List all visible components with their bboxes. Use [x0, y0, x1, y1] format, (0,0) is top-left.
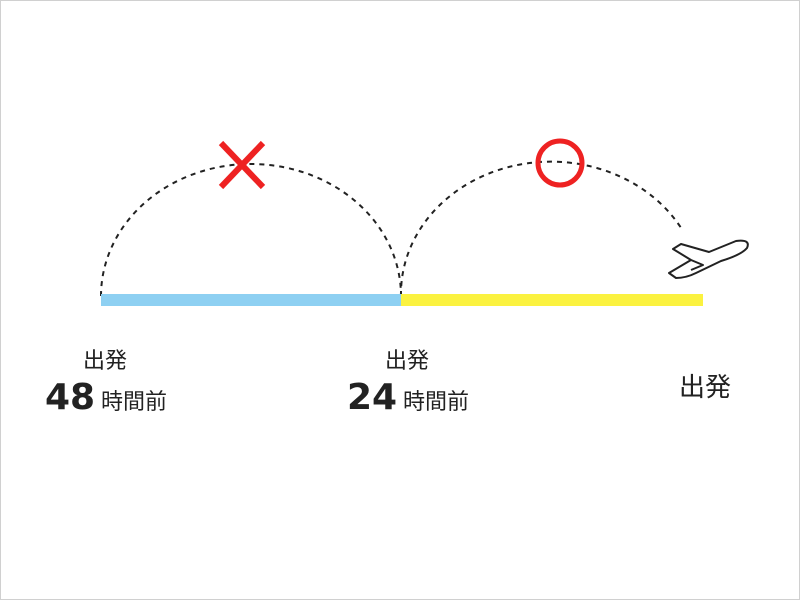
- milestone-24-unit: 時間前: [403, 390, 470, 415]
- arc-48-to-24: [100, 163, 402, 297]
- departure-label: 出発: [678, 373, 731, 403]
- milestone-48-label: 出発: [82, 349, 127, 374]
- milestone-48-unit: 時間前: [101, 390, 168, 415]
- circle-icon: [535, 138, 585, 188]
- milestone-24-label: 出発: [384, 349, 429, 374]
- airplane-icon: [668, 239, 749, 279]
- timeline-segment-48-24: [101, 294, 401, 306]
- timeline-segment-24-0: [401, 294, 703, 306]
- arc-24-to-departure: [399, 160, 684, 297]
- cross-icon: [218, 140, 266, 190]
- milestone-48-number: 48: [44, 377, 96, 418]
- milestone-24-number: 24: [346, 377, 398, 418]
